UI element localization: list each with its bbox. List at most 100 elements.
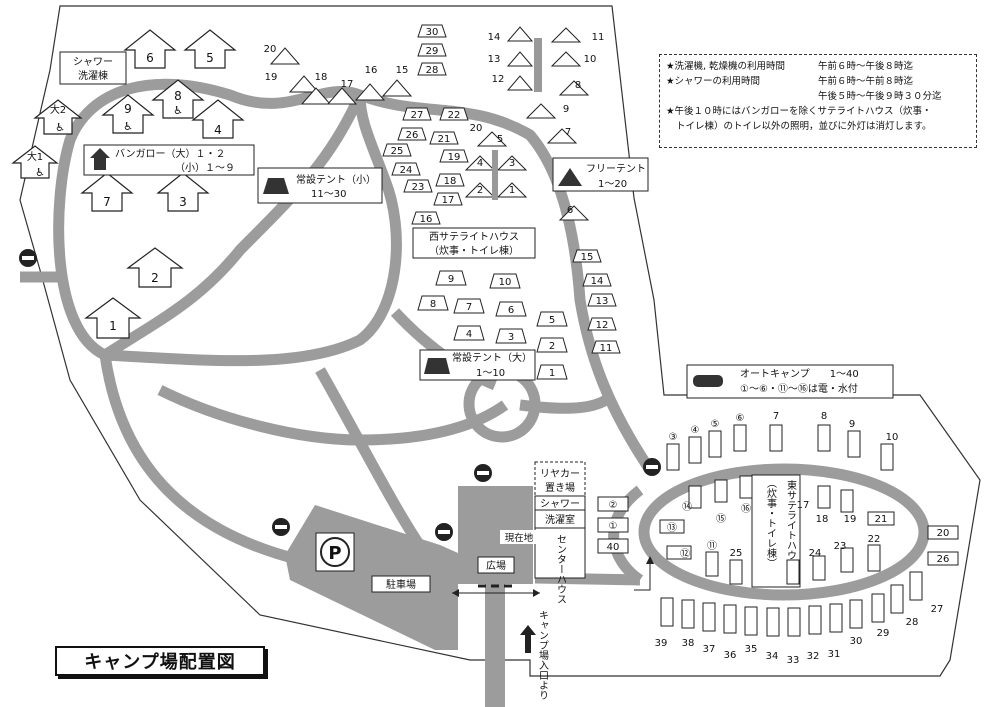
svg-text:6: 6 — [146, 51, 154, 65]
svg-text:16: 16 — [365, 65, 378, 76]
svg-text:大1: 大1 — [27, 150, 43, 163]
svg-text:29: 29 — [877, 628, 890, 639]
bungalow-6 — [123, 29, 177, 69]
info-line3-value: 午後５時～午後９時３０分迄 — [818, 91, 942, 102]
current-location-box — [500, 530, 538, 544]
tent-small-label-b: 11～30 — [311, 189, 346, 200]
svg-text:10: 10 — [886, 432, 899, 443]
svg-text:9: 9 — [563, 104, 569, 115]
tent-small-numbers-b: 30 29 28 27 22 26 21 20 25 19 24 23 18 1… — [391, 27, 483, 225]
svg-text:2: 2 — [477, 185, 483, 196]
svg-text:2: 2 — [151, 271, 159, 285]
free-tent-label-a: フリーテント — [586, 164, 646, 175]
free-tent-legend-icon — [558, 168, 582, 186]
free-tent-numbers-b: 15 14 13 12 11 — [581, 252, 613, 354]
svg-text:9: 9 — [849, 419, 855, 430]
center-house — [534, 527, 586, 579]
bungalow-7 — [80, 172, 134, 212]
entrance-arrow-icon — [520, 625, 536, 653]
info-line2-value: 午前６時～午前８時迄 — [818, 76, 914, 87]
plaza-label: 広場 — [486, 559, 506, 572]
svg-text:33: 33 — [787, 655, 800, 666]
svg-text:26: 26 — [937, 554, 950, 565]
auto-camp-lots — [597, 424, 959, 637]
svg-text:25: 25 — [391, 146, 404, 157]
svg-text:24: 24 — [809, 548, 822, 559]
svg-text:19: 19 — [265, 72, 278, 83]
svg-text:⑫: ⑫ — [680, 548, 690, 560]
svg-text:6: 6 — [567, 205, 573, 216]
svg-text:♿: ♿ — [173, 104, 183, 117]
svg-text:11: 11 — [592, 32, 605, 43]
laundry-room-label: 洗濯室 — [545, 513, 575, 526]
svg-text:26: 26 — [406, 130, 419, 141]
svg-text:7: 7 — [466, 302, 472, 313]
svg-text:③: ③ — [669, 432, 678, 443]
svg-text:10: 10 — [584, 54, 597, 65]
svg-text:5: 5 — [497, 134, 503, 145]
arrow-head-left — [452, 589, 459, 597]
svg-text:5: 5 — [206, 51, 214, 65]
big-bungalow-1 — [11, 145, 59, 179]
svg-text:14: 14 — [488, 32, 501, 43]
rear-cart-label-b: 置き場 — [545, 481, 575, 494]
svg-text:♿: ♿ — [123, 120, 133, 133]
svg-text:12: 12 — [492, 74, 505, 85]
svg-text:30: 30 — [850, 636, 863, 647]
free-tent-triangles — [464, 26, 590, 221]
entrance-road — [485, 575, 505, 707]
rear-cart-label-a: リヤカー — [540, 468, 580, 480]
free-tent-label-b: 1～20 — [598, 179, 627, 190]
auto-camp-loop — [638, 463, 930, 601]
svg-text:3: 3 — [509, 158, 515, 169]
tent-small-triangles — [269, 47, 413, 105]
svg-text:7: 7 — [565, 127, 571, 138]
svg-text:⑤: ⑤ — [711, 419, 720, 430]
auto-camp-arrow — [634, 560, 651, 591]
svg-text:11: 11 — [600, 343, 613, 354]
svg-text:27: 27 — [411, 110, 424, 121]
svg-text:19: 19 — [844, 514, 857, 525]
rear-cart-storage — [534, 461, 586, 497]
svg-text:14: 14 — [591, 276, 604, 287]
east-satellite-sub: （炊事・トイレ棟） — [765, 478, 777, 568]
bungalow-legend-a: バンガロー（大）１・２ — [115, 147, 226, 160]
svg-text:23: 23 — [834, 541, 847, 552]
parking-label: 駐車場 — [386, 578, 416, 591]
tent-small-legend-icon — [263, 178, 289, 194]
usage-info-box: ★洗濯機, 乾燥機の利用時間午前６時～午後８時迄 ★シャワーの利用時間午前６時～… — [659, 54, 977, 148]
bungalow-legend-icon — [90, 148, 110, 170]
svg-text:22: 22 — [448, 110, 461, 121]
svg-text:29: 29 — [426, 46, 439, 57]
svg-text:32: 32 — [807, 651, 820, 662]
svg-text:④: ④ — [691, 425, 700, 436]
big-bungalow-2 — [33, 99, 83, 135]
svg-text:17: 17 — [341, 79, 354, 90]
bungalow-3 — [156, 172, 210, 212]
svg-text:1: 1 — [509, 185, 515, 196]
svg-text:15: 15 — [581, 252, 594, 263]
svg-text:23: 23 — [412, 182, 425, 193]
bungalow-numbers: 6 5 9 8 4 7 3 2 1 大2 大1 — [27, 51, 222, 333]
svg-text:♿: ♿ — [35, 166, 45, 179]
svg-text:6: 6 — [508, 305, 514, 316]
svg-text:27: 27 — [931, 604, 944, 615]
svg-text:17: 17 — [797, 500, 810, 511]
campground-boundary — [19, 5, 981, 677]
svg-text:9: 9 — [448, 274, 454, 285]
svg-text:4: 4 — [214, 123, 222, 137]
bungalow-legend — [83, 144, 255, 176]
svg-text:18: 18 — [816, 514, 829, 525]
auto-camp-arrow-head — [646, 556, 654, 564]
bungalow-5 — [183, 29, 237, 69]
tent-small-label-a: 常設テント（小） — [296, 173, 376, 186]
svg-text:12: 12 — [596, 320, 609, 331]
svg-text:24: 24 — [400, 165, 413, 176]
shower-laundry-label-a: シャワー — [73, 57, 113, 68]
tent-small-numbers-a: 20 19 18 17 16 15 — [264, 44, 409, 90]
parking-sign-circle — [320, 537, 350, 567]
svg-text:22: 22 — [868, 534, 881, 545]
svg-text:7: 7 — [773, 411, 779, 422]
